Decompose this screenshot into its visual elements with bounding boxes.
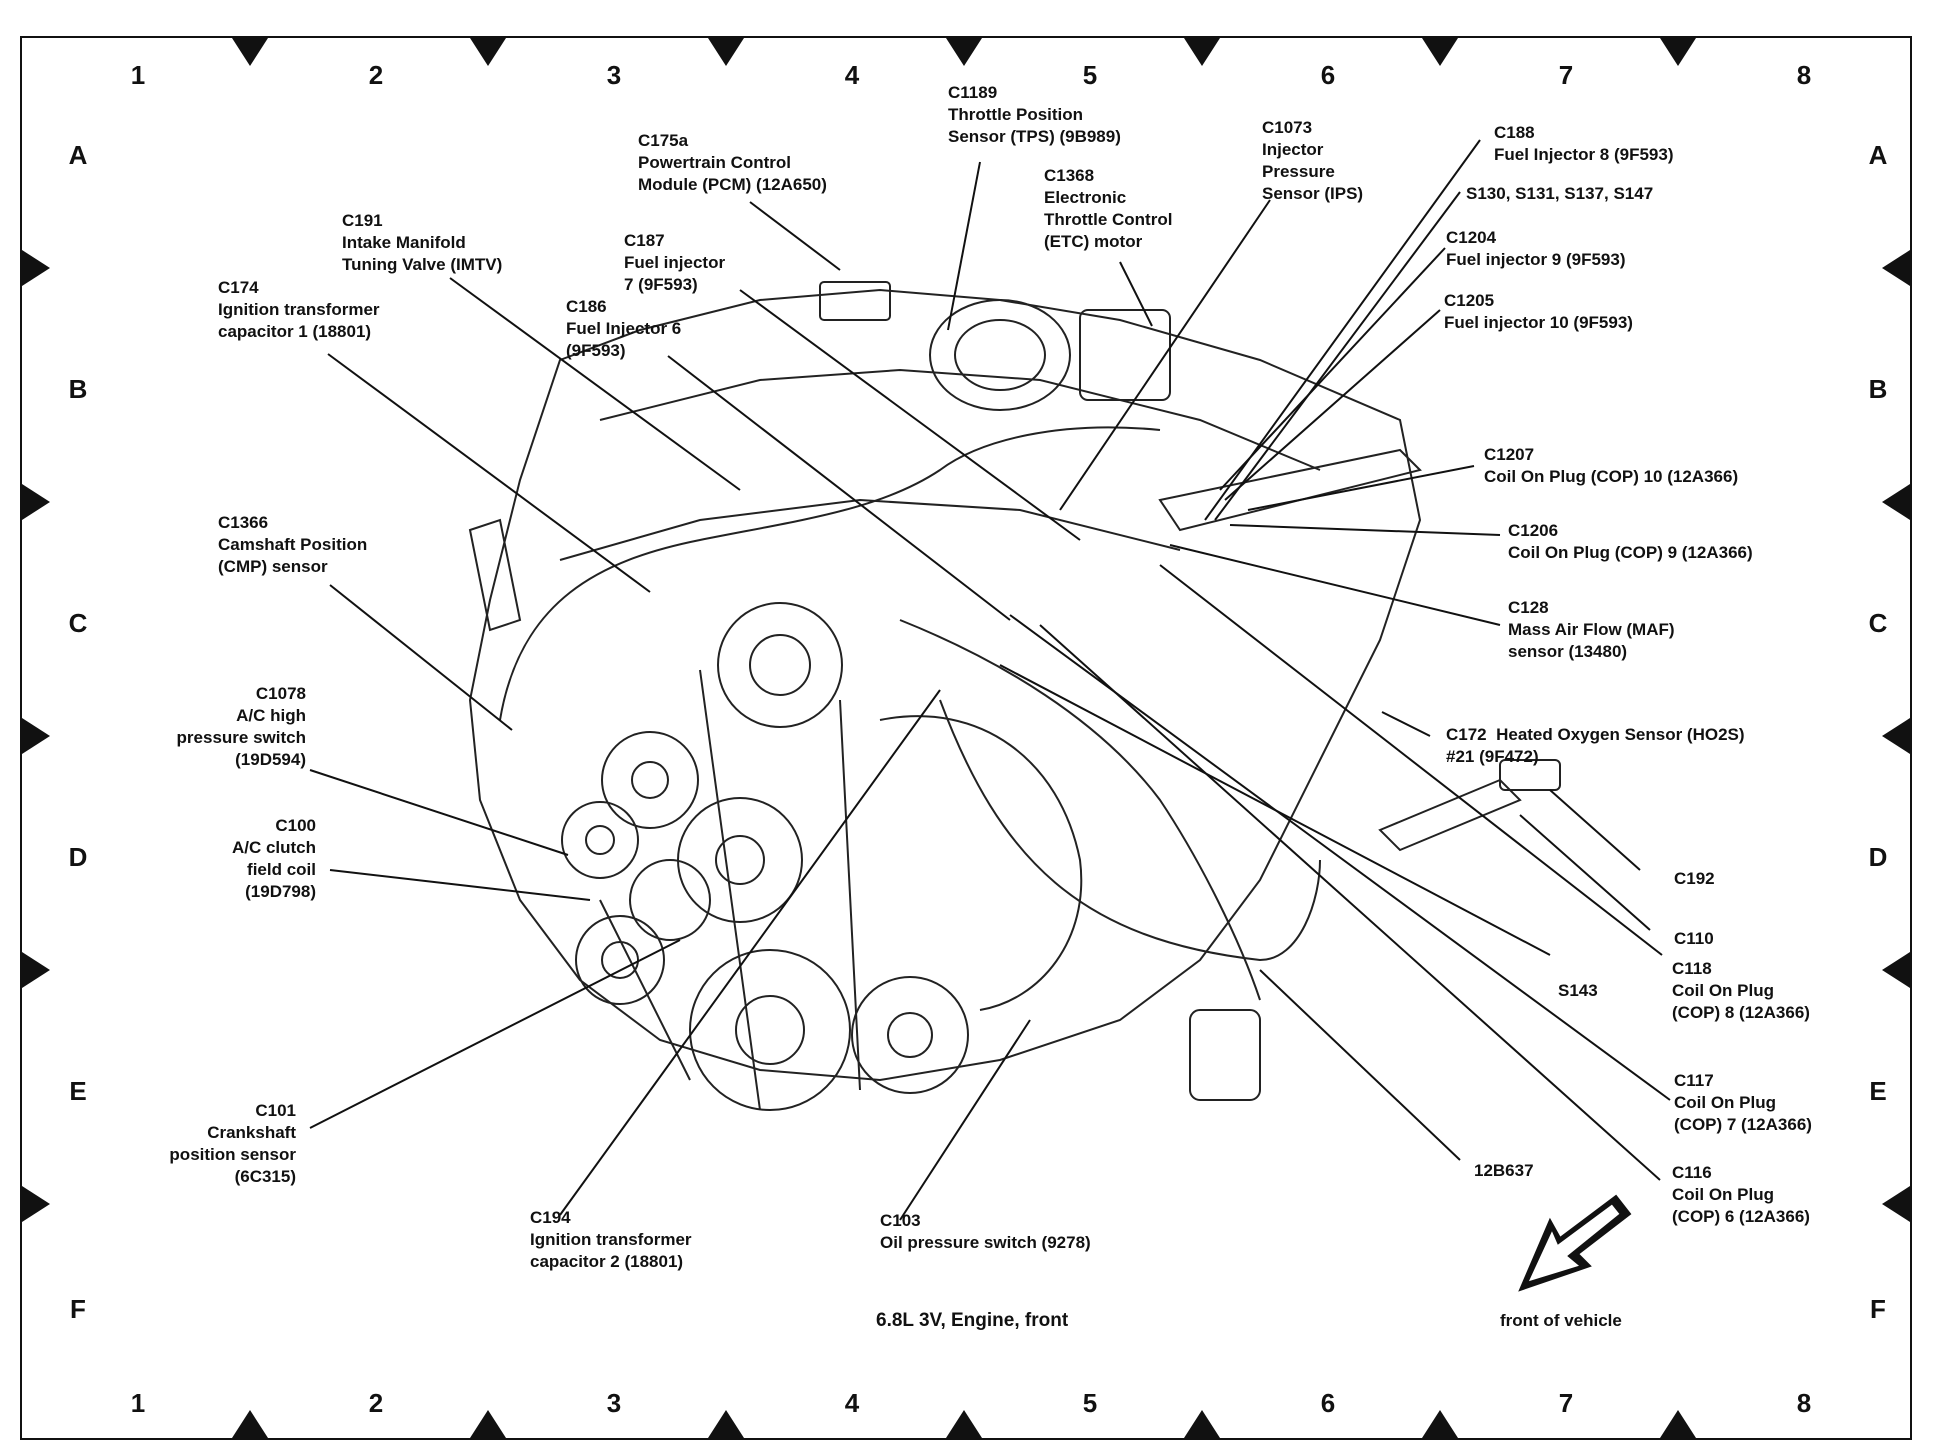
label-c117: C117 Coil On Plug (COP) 7 (12A366)	[1674, 1071, 1812, 1134]
label-c175a: C175a Powertrain Control Module (PCM) (1…	[638, 131, 827, 194]
label-c1368: C1368 Electronic Throttle Control (ETC) …	[1044, 166, 1173, 251]
label-c116: C116 Coil On Plug (COP) 6 (12A366)	[1672, 1163, 1810, 1226]
label-c1366: C1366 Camshaft Position (CMP) sensor	[218, 513, 368, 576]
label-c101: C101 Crankshaft position sensor (6C315)	[169, 1101, 296, 1186]
grid-col-bottom-7: 7	[1558, 1388, 1574, 1418]
grid-row-right-b: B	[1868, 374, 1888, 404]
grid-col-bottom-6: 6	[1320, 1388, 1336, 1418]
front-of-vehicle-arrow-icon	[1518, 1194, 1632, 1292]
label-c1073: C1073 Injector Pressure Sensor (IPS)	[1262, 118, 1364, 203]
grid-col-bottom-2: 2	[368, 1388, 384, 1418]
engine-outline	[468, 281, 1561, 1111]
label-c103: C103 Oil pressure switch (9278)	[880, 1211, 1091, 1252]
grid-tick-marks	[22, 38, 1910, 1438]
grid-row-left-f: F	[70, 1294, 86, 1324]
grid-row-left-e: E	[69, 1076, 87, 1106]
grid-col-bottom-5: 5	[1082, 1388, 1098, 1418]
grid-row-left-a: A	[68, 140, 88, 170]
diagram-caption: 6.8L 3V, Engine, front	[876, 1310, 1069, 1331]
grid-row-left-d: D	[68, 842, 88, 872]
label-c1204: C1204 Fuel injector 9 (9F593)	[1446, 228, 1626, 269]
grid-row-left-c: C	[68, 608, 88, 638]
label-12b637: 12B637	[1474, 1161, 1534, 1180]
label-c1207: C1207 Coil On Plug (COP) 10 (12A366)	[1484, 445, 1739, 486]
grid-col-bottom-1: 1	[130, 1388, 146, 1418]
grid-col-top-8: 8	[1796, 60, 1812, 90]
label-c174: C174 Ignition transformer capacitor 1 (1…	[218, 278, 380, 341]
label-c118: C118 Coil On Plug (COP) 8 (12A366)	[1672, 959, 1810, 1022]
grid-col-top-1: 1	[130, 60, 146, 90]
label-c186: C186 Fuel Injector 6 (9F593)	[566, 297, 682, 360]
label-s130: S130, S131, S137, S147	[1466, 184, 1654, 203]
diagram-frame	[20, 36, 1912, 1440]
grid-col-top-6: 6	[1320, 60, 1336, 90]
grid-col-bottom-3: 3	[606, 1388, 622, 1418]
label-s143: S143	[1558, 981, 1598, 1000]
label-c188: C188 Fuel Injector 8 (9F593)	[1494, 123, 1674, 164]
label-c192: C192	[1674, 869, 1715, 888]
grid-row-right-f: F	[1870, 1294, 1886, 1324]
leader-lines	[309, 139, 1671, 1221]
grid-col-top-5: 5	[1082, 60, 1098, 90]
label-c1078: C1078 A/C high pressure switch (19D594)	[176, 684, 306, 769]
label-c1206: C1206 Coil On Plug (COP) 9 (12A366)	[1508, 521, 1753, 562]
label-c187: C187 Fuel injector 7 (9F593)	[624, 231, 726, 294]
label-c194: C194 Ignition transformer capacitor 2 (1…	[530, 1208, 692, 1271]
grid-row-right-e: E	[1869, 1076, 1887, 1106]
label-c172: C172 Heated Oxygen Sensor (HO2S) #21 (9F…	[1446, 725, 1745, 766]
label-c1189: C1189 Throttle Position Sensor (TPS) (9B…	[948, 83, 1121, 146]
grid-col-top-4: 4	[844, 60, 860, 90]
grid-col-top-7: 7	[1558, 60, 1574, 90]
grid-col-top-3: 3	[606, 60, 622, 90]
label-c191: C191 Intake Manifold Tuning Valve (IMTV)	[342, 211, 503, 274]
label-c100: C100 A/C clutch field coil (19D798)	[231, 816, 316, 901]
grid-row-right-d: D	[1868, 842, 1888, 872]
label-c110: C110	[1674, 929, 1714, 948]
front-of-vehicle-label: front of vehicle	[1500, 1311, 1622, 1330]
label-c1205: C1205 Fuel injector 10 (9F593)	[1444, 291, 1633, 332]
grid-row-left-b: B	[68, 374, 88, 404]
label-c128: C128 Mass Air Flow (MAF) sensor (13480)	[1508, 598, 1675, 661]
grid-row-right-c: C	[1868, 608, 1888, 638]
grid-col-bottom-8: 8	[1796, 1388, 1812, 1418]
grid-col-bottom-4: 4	[844, 1388, 860, 1418]
grid-row-right-a: A	[1868, 140, 1888, 170]
grid-col-top-2: 2	[368, 60, 384, 90]
